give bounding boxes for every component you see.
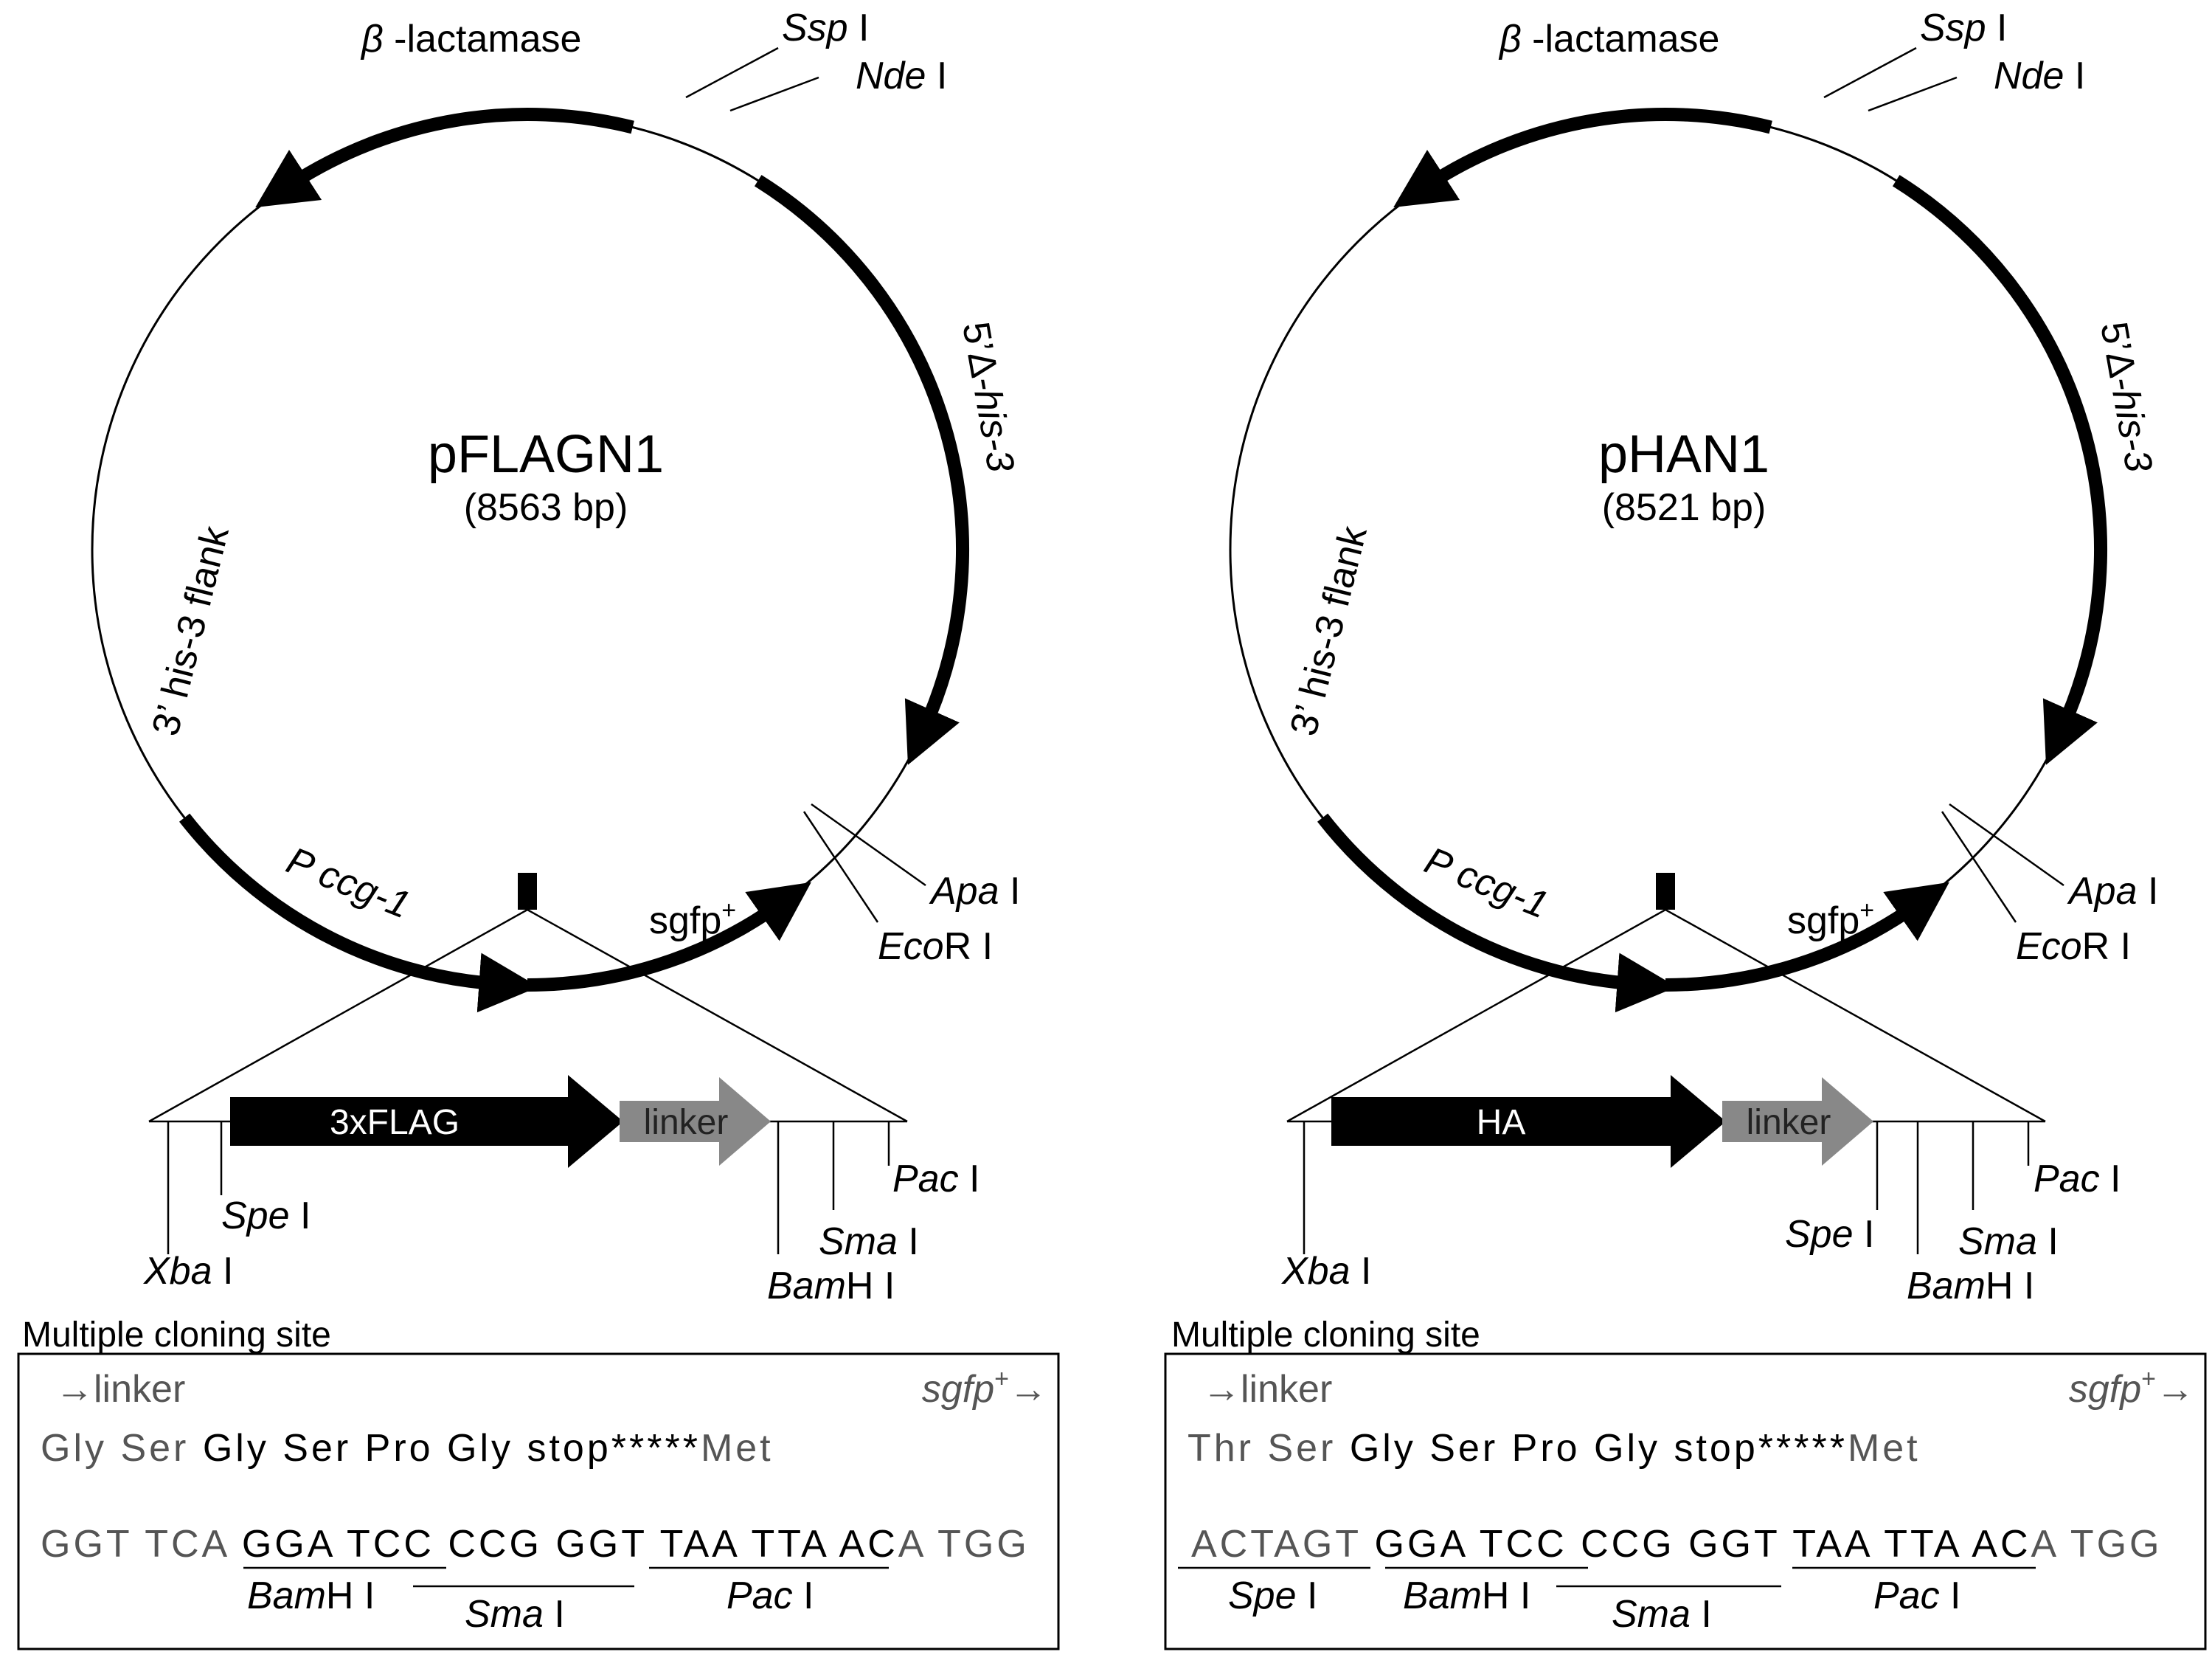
his3-5prime-arrow <box>1892 175 2107 765</box>
xba-label: Xba I <box>1281 1250 1371 1293</box>
ssp-site-line <box>1823 46 1917 99</box>
spe-label: Spe I <box>221 1194 311 1237</box>
linker-label: linker <box>1747 1103 1831 1142</box>
mcs-bam-label: BamH I <box>1403 1574 1530 1617</box>
nde-site-line <box>1868 76 1958 112</box>
mcs-sma-label: Sma I <box>1612 1593 1712 1636</box>
mcs-pac-label: Pac I <box>1873 1574 1961 1617</box>
apa-site-line <box>811 803 926 887</box>
mcs-title: Multiple cloning site <box>22 1315 331 1355</box>
eco-label: EcoR I <box>878 925 993 968</box>
eco-site-line <box>802 811 879 923</box>
xba-label: Xba I <box>143 1250 233 1293</box>
beta-lactamase-arrow <box>255 108 634 208</box>
bam-label: BamH I <box>1907 1265 2034 1307</box>
plasmid-title: pHAN1 <box>1598 425 1769 484</box>
linker-label: linker <box>644 1103 729 1142</box>
apa-label: Apa I <box>2067 870 2158 913</box>
plasmid-left: β -lactamase Ssp I Nde I 5’Δ-his-3 3’ hi… <box>17 7 1060 1650</box>
his3-3prime-label: 3’ his-3 flank <box>144 522 238 740</box>
plasmid-size: (8563 bp) <box>464 486 628 529</box>
mcs-spe-label: Spe I <box>1228 1574 1317 1617</box>
ssp-label: Ssp I <box>1920 7 2008 49</box>
apa-label: Apa I <box>929 870 1020 913</box>
pccg1-arrow <box>179 813 539 1013</box>
plasmid-size: (8521 bp) <box>1602 486 1767 529</box>
beta-lactamase-label: β -lactamase <box>1498 18 1719 60</box>
mcs-box <box>1164 1352 2207 1650</box>
pac-label: Pac I <box>2034 1158 2121 1200</box>
his3-5prime-arrow <box>754 175 969 765</box>
tag-arrow <box>1331 1075 1726 1168</box>
spe-label: Spe I <box>1785 1213 1874 1256</box>
tag-label: HA <box>1477 1103 1526 1142</box>
tag-label: 3xFLAG <box>330 1103 460 1142</box>
mcs-right-label: sgfp+→ <box>922 1365 1047 1411</box>
plasmid-title: pFLAGN1 <box>428 425 664 484</box>
nde-site-line <box>729 76 819 112</box>
linker-arrow <box>1722 1077 1873 1166</box>
mcs-box <box>17 1352 1060 1650</box>
apa-site-line <box>1949 803 2064 887</box>
insert-block <box>1656 873 1675 910</box>
ssp-label: Ssp I <box>782 7 870 49</box>
sma-label: Sma I <box>819 1220 919 1263</box>
plasmid-right: β -lactamase Ssp I Nde I 5’Δ-his-3 3’ hi… <box>1164 7 2207 1650</box>
tag-arrow <box>230 1075 623 1168</box>
mcs-title: Multiple cloning site <box>1171 1315 1480 1355</box>
nde-label: Nde I <box>856 55 947 97</box>
insert-block <box>518 873 537 910</box>
mcs-nt-seq: GGT TCA GGA TCC CCG GGT TAA TTA ACA TGG <box>41 1523 1030 1566</box>
eco-label: EcoR I <box>2016 925 2131 968</box>
eco-site-line <box>1941 811 2017 923</box>
beta-lactamase-label: β -lactamase <box>360 18 581 60</box>
zoom-lines <box>148 908 908 1123</box>
mcs-bam-label: BamH I <box>247 1574 375 1617</box>
beta-lactamase-arrow <box>1393 108 1772 208</box>
mcs-pac-label: Pac I <box>727 1574 814 1617</box>
his3-5prime-label: 5’Δ-his-3 <box>2092 319 2160 475</box>
his3-5prime-label: 5’Δ-his-3 <box>954 319 1022 475</box>
ssp-site-line <box>685 46 779 99</box>
sgfp-arrow <box>1665 882 1949 992</box>
nde-label: Nde I <box>1994 55 2085 97</box>
mcs-aa-seq: Thr Ser Gly Ser Pro Gly stop*****Met <box>1188 1427 1921 1470</box>
sma-label: Sma I <box>1958 1220 2059 1263</box>
bam-label: BamH I <box>767 1265 895 1307</box>
linker-arrow <box>620 1077 771 1166</box>
mcs-nt-seq: ACTAGT GGA TCC CCG GGT TAA TTA ACA TGG <box>1191 1523 2163 1566</box>
zoom-lines <box>1286 908 2046 1123</box>
sgfp-label: sgfp+ <box>1787 896 1874 942</box>
sgfp-label: sgfp+ <box>649 896 736 942</box>
mcs-left-arrow: →linker <box>55 1368 185 1411</box>
mcs-left-arrow: →linker <box>1202 1368 1332 1411</box>
pac-label: Pac I <box>892 1158 980 1200</box>
mcs-sma-label: Sma I <box>465 1593 565 1636</box>
pccg1-arrow <box>1317 813 1677 1013</box>
his3-3prime-label: 3’ his-3 flank <box>1282 522 1376 740</box>
mcs-right-label: sgfp+→ <box>2069 1365 2194 1411</box>
mcs-aa-seq: Gly Ser Gly Ser Pro Gly stop*****Met <box>41 1427 774 1470</box>
sgfp-arrow <box>527 882 811 992</box>
